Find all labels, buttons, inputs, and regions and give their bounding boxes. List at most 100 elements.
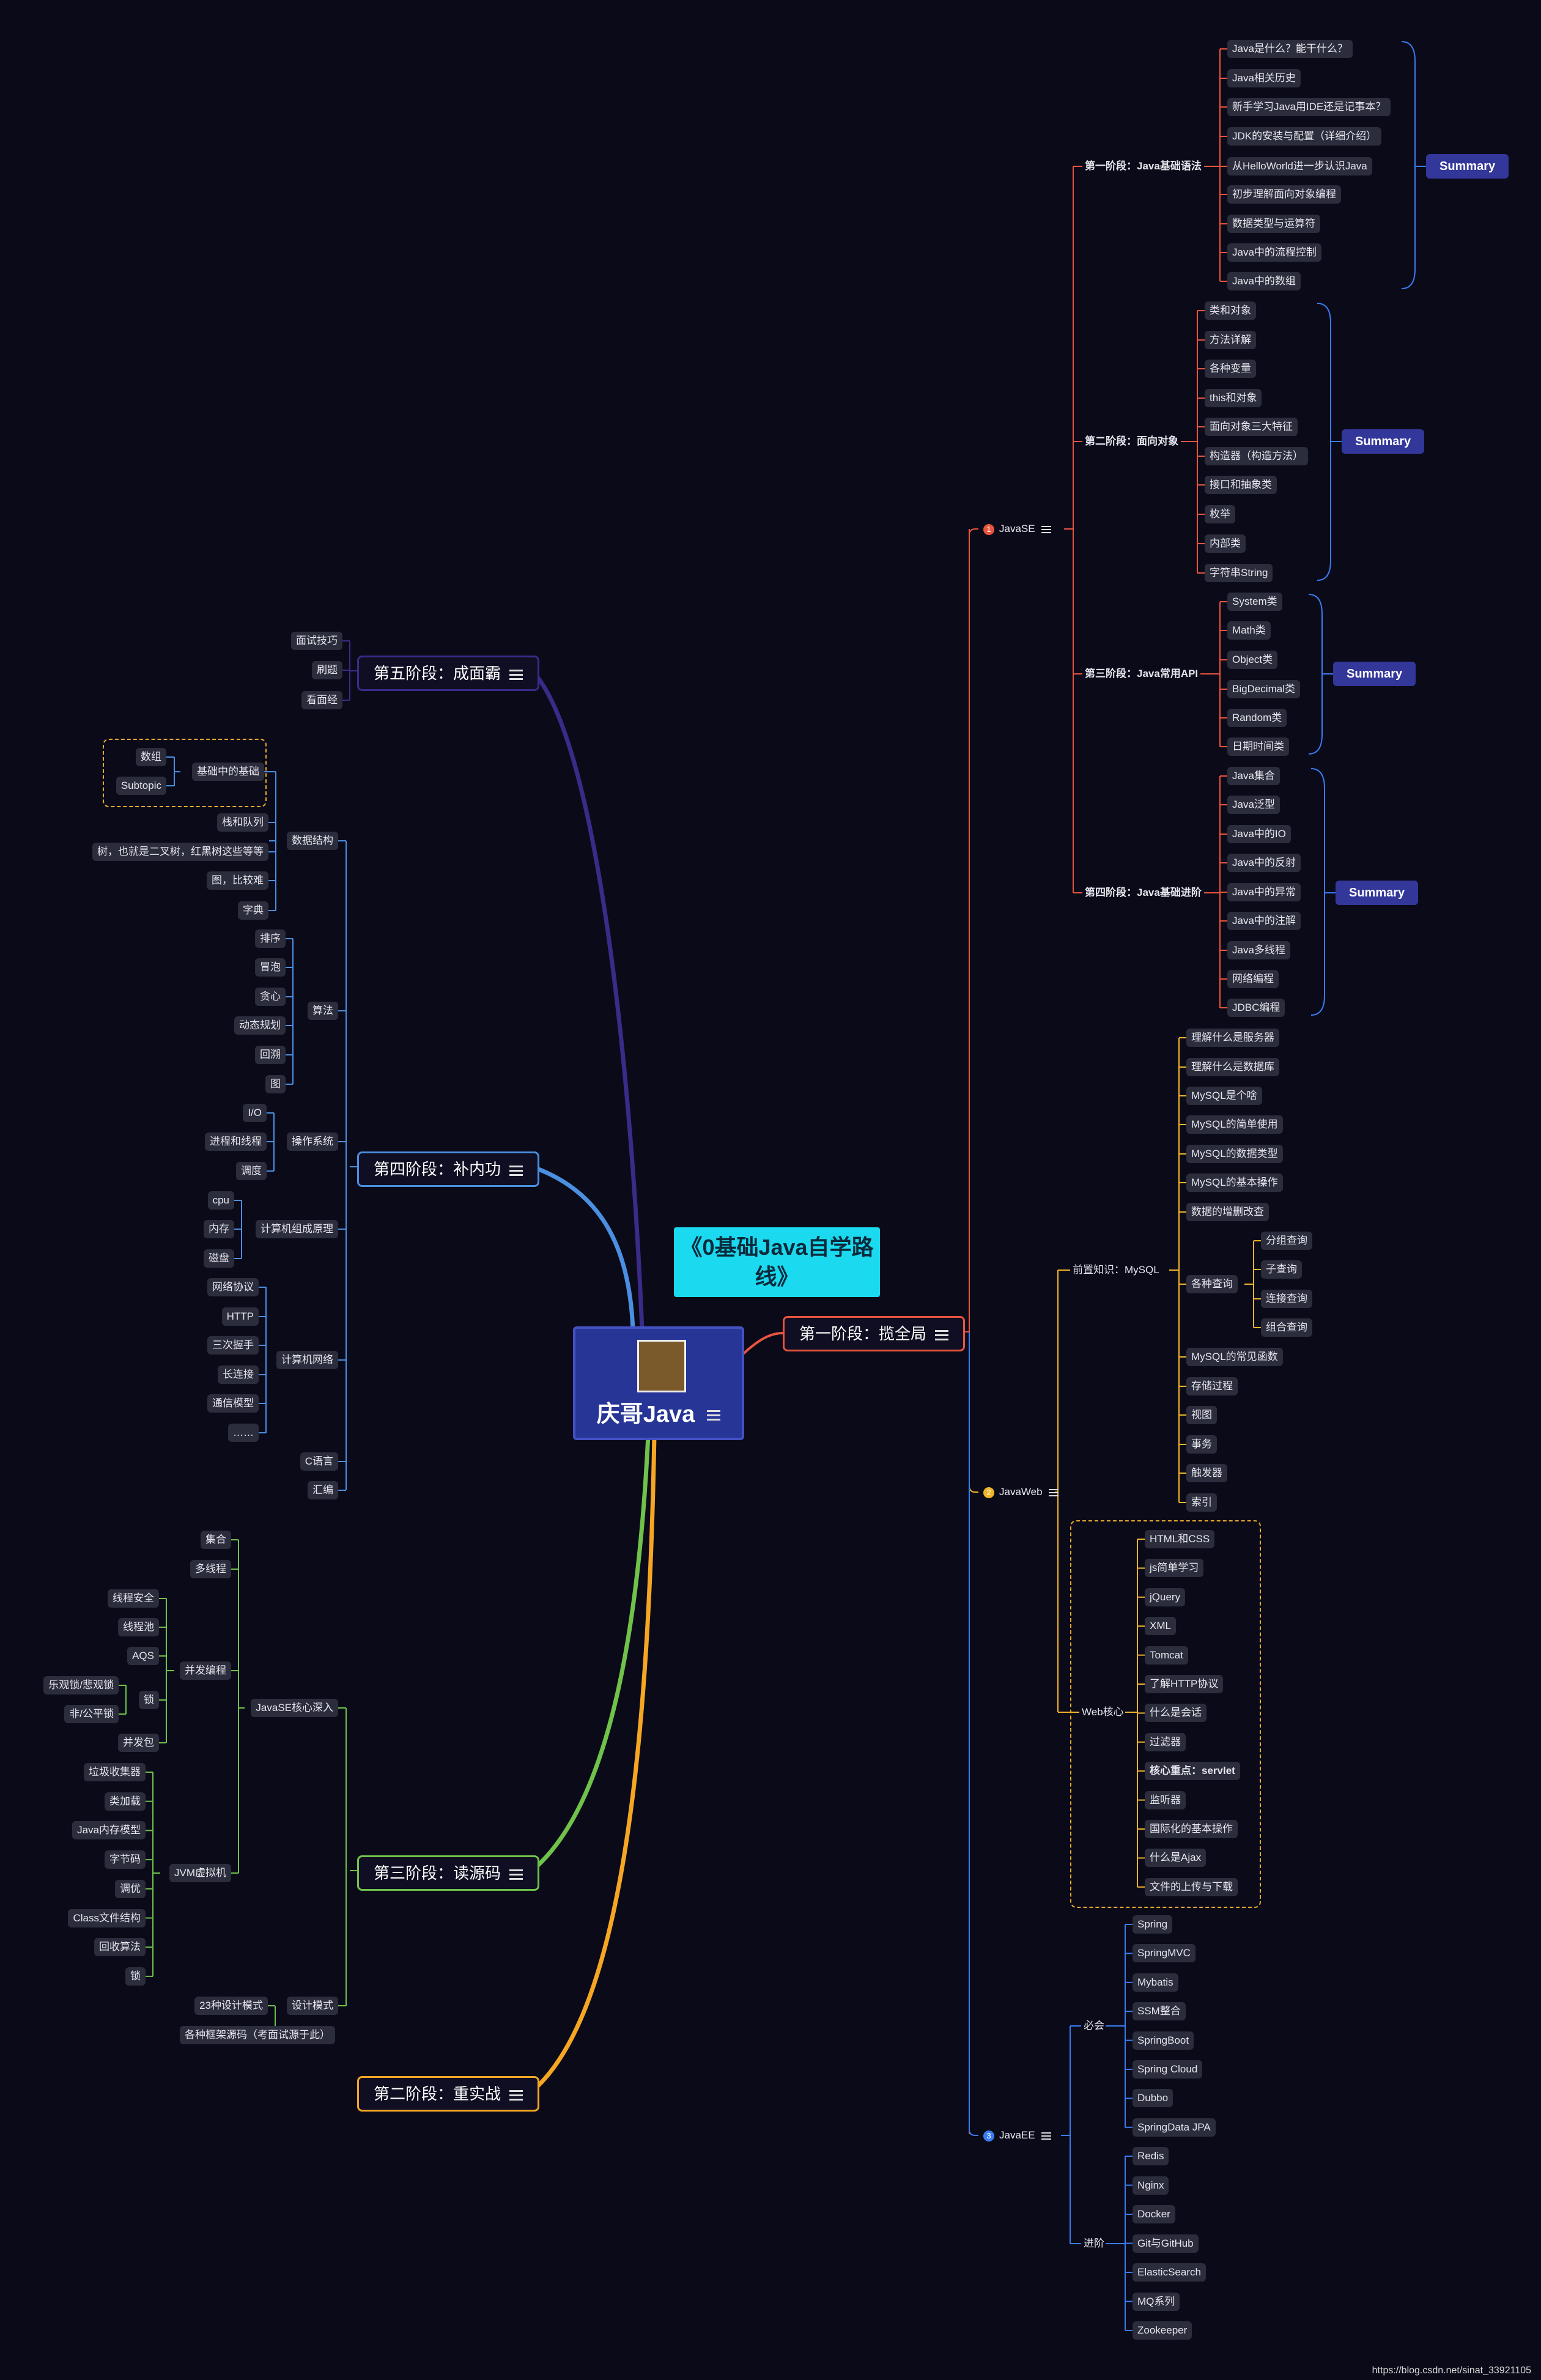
phase-1-item[interactable]: 新手学习Java用IDE还是记事本？ [1227,98,1391,116]
summary-tag[interactable]: Summary [1333,662,1416,686]
jvm-item[interactable]: 锁 [125,1967,146,1986]
comp-node-item[interactable]: cpu [207,1191,234,1210]
phase-1-item[interactable]: JDK的安装与配置（详细介绍） [1227,127,1382,146]
menu-icon[interactable] [1041,528,1051,530]
phase-2-item[interactable]: this和对象 [1205,389,1262,407]
phase-2-item[interactable]: 内部类 [1205,534,1246,553]
stage-5-node[interactable]: 第五阶段：成面霸 [357,656,540,691]
web-item[interactable]: 文件的上传与下载 [1145,1877,1238,1896]
central-topic[interactable]: 庆哥Java [573,1326,744,1440]
javase-core[interactable]: JavaSE核心深入 [251,1699,338,1717]
comp-node[interactable]: 计算机组成原理 [256,1220,338,1238]
menu-icon[interactable] [509,673,523,676]
mysql-item[interactable]: MySQL的数据类型 [1186,1145,1283,1163]
phase-2-item[interactable]: 方法详解 [1205,331,1256,349]
c-lang[interactable]: C语言 [300,1452,338,1471]
lock-item[interactable]: 乐观锁/悲观锁 [43,1676,119,1694]
mysql-item[interactable]: 理解什么是服务器 [1186,1029,1279,1047]
phase-3-item[interactable]: Math类 [1227,621,1271,640]
web-item[interactable]: 过滤器 [1145,1732,1186,1751]
phase-2-item[interactable]: 接口和抽象类 [1205,476,1277,494]
os-node-item[interactable]: 进程和线程 [205,1133,267,1151]
must-item[interactable]: SpringData JPA [1133,2118,1216,2137]
query-item[interactable]: 分组查询 [1261,1232,1312,1250]
ds-subtopic[interactable]: Subtopic [116,777,166,795]
jvm-item[interactable]: Java内存模型 [72,1821,146,1840]
adv-item[interactable]: Redis [1133,2147,1169,2165]
algo-node-item[interactable]: 贪心 [255,988,286,1006]
menu-icon[interactable] [509,1169,523,1172]
net-node-item[interactable]: 长连接 [218,1366,259,1384]
ds-item[interactable]: 树，也就是二叉树，红黑树这些等等 [92,843,268,861]
stage-4-node[interactable]: 第四阶段：补内功 [357,1151,540,1187]
must-item[interactable]: Mybatis [1133,1973,1178,1992]
stage-1-node[interactable]: 第一阶段：揽全局 [783,1316,966,1351]
algo-node-item[interactable]: 动态规划 [234,1016,286,1035]
phase-1-item[interactable]: Java相关历史 [1227,69,1301,87]
phase-4-item[interactable]: Java中的异常 [1227,883,1301,901]
must-item[interactable]: SpringBoot [1133,2031,1194,2050]
menu-icon[interactable] [707,1414,721,1417]
phase-1-item[interactable]: Java是什么？能干什么？ [1227,40,1353,58]
phase-1-item[interactable]: Java中的数组 [1227,272,1301,290]
web-item[interactable]: 监听器 [1145,1791,1186,1809]
web-node[interactable]: Web核心 [1079,1704,1126,1720]
ds-node[interactable]: 数据结构 [287,832,338,850]
core-jvm[interactable]: JVM虚拟机 [169,1864,231,1882]
phase-4-item[interactable]: Java集合 [1227,767,1280,785]
mysql-item[interactable]: 触发器 [1186,1464,1227,1482]
web-item[interactable]: XML [1145,1617,1176,1636]
jvm-item[interactable]: 字节码 [105,1850,146,1869]
must-item[interactable]: Spring [1133,1915,1173,1934]
menu-icon[interactable] [935,1334,949,1336]
phase-1-item[interactable]: Java中的流程控制 [1227,243,1321,262]
query-item[interactable]: 连接查询 [1261,1290,1312,1308]
net-node-item[interactable]: 网络协议 [207,1278,259,1296]
comp-node-item[interactable]: 内存 [204,1220,234,1238]
net-node-item[interactable]: 三次握手 [207,1336,259,1354]
mysql-item[interactable]: 存储过程 [1186,1377,1238,1395]
adv-item[interactable]: Nginx [1133,2176,1169,2195]
core-conc[interactable]: 并发编程 [180,1661,231,1680]
phase-2-item[interactable]: 各种变量 [1205,360,1256,378]
phase-4-item[interactable]: Java多线程 [1227,941,1290,959]
mysql-item[interactable]: 数据的增删改查 [1186,1203,1269,1221]
os-node[interactable]: 操作系统 [287,1133,338,1151]
adv-item[interactable]: MQ系列 [1133,2292,1180,2311]
must-item[interactable]: Spring Cloud [1133,2060,1203,2079]
mysql-item[interactable]: MySQL的常见函数 [1186,1348,1283,1366]
phase-1[interactable]: 第一阶段：Java基础语法 [1082,158,1204,174]
conc-item[interactable]: 线程安全 [108,1589,159,1608]
os-node-item[interactable]: I/O [243,1104,267,1122]
phase-4-item[interactable]: Java中的注解 [1227,912,1301,930]
jvm-item[interactable]: 回收算法 [94,1938,146,1957]
ds-item[interactable]: 字典 [238,901,268,920]
s5-item[interactable]: 刷题 [312,661,342,679]
web-item[interactable]: 国际化的基本操作 [1145,1820,1238,1838]
phase-3-item[interactable]: 日期时间类 [1227,737,1289,756]
menu-icon[interactable] [509,2094,523,2096]
phase-1-item[interactable]: 从HelloWorld进一步认识Java [1227,157,1372,176]
phase-3-item[interactable]: System类 [1227,593,1282,611]
jvm-item[interactable]: 调优 [115,1879,146,1898]
phase-2[interactable]: 第二阶段：面向对象 [1082,434,1181,449]
phase-4-item[interactable]: Java中的IO [1227,825,1291,843]
menu-icon[interactable] [1048,1491,1059,1493]
adv-item[interactable]: Git与GitHub [1133,2234,1199,2253]
algo-node[interactable]: 算法 [308,1002,338,1020]
net-node[interactable]: 计算机网络 [276,1351,338,1369]
web-item[interactable]: 什么是Ajax [1145,1849,1207,1868]
phase-4-item[interactable]: Java泛型 [1227,796,1280,814]
os-node-item[interactable]: 调度 [236,1162,267,1180]
phase-4[interactable]: 第四阶段：Java基础进阶 [1082,885,1204,901]
must-item[interactable]: Dubbo [1133,2089,1173,2108]
ds-array[interactable]: 数组 [136,748,166,766]
mysql-item[interactable]: 理解什么是数据库 [1186,1058,1279,1076]
mysql-item[interactable]: 索引 [1186,1493,1217,1512]
jvm-item[interactable]: Class文件结构 [68,1909,146,1927]
mysql-node[interactable]: 前置知识：MySQL [1070,1262,1162,1278]
mysql-item[interactable]: 事务 [1186,1435,1217,1454]
core-set[interactable]: 集合 [201,1531,231,1549]
